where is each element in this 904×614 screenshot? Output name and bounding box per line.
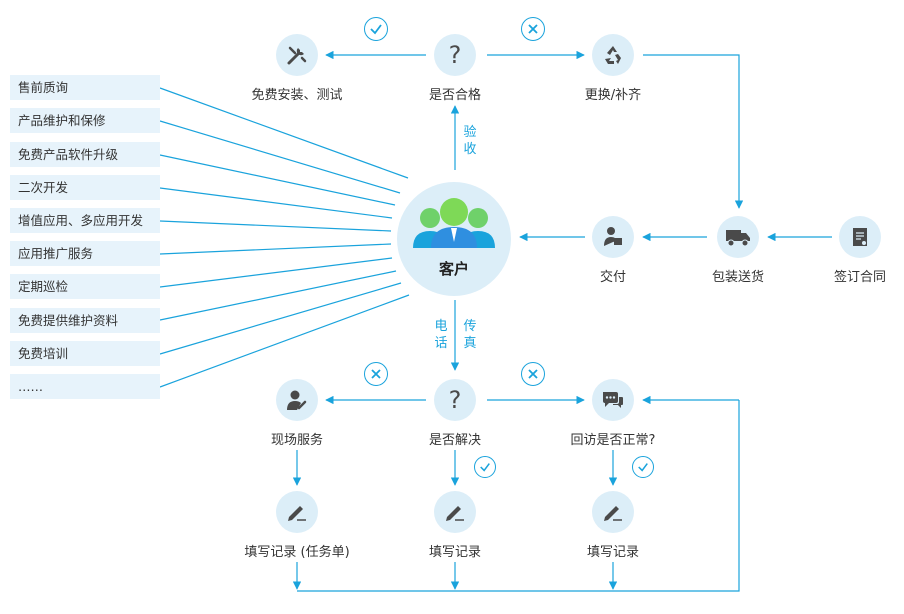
resolved-label: 是否解决 [428, 433, 481, 448]
handover-icon [604, 227, 622, 246]
record-mid-label: 填写记录 [428, 545, 481, 560]
service-item: 产品维护和保修 [10, 108, 160, 133]
truck-icon [726, 230, 750, 247]
record-right-label: 填写记录 [586, 545, 639, 560]
service-item: 定期巡检 [10, 274, 160, 299]
service-item: 二次开发 [10, 175, 160, 200]
question-icon: ? [448, 41, 462, 69]
install-test-node: 免费安装、测试 [237, 34, 357, 114]
fan-line [159, 187, 393, 219]
customer-node: 客户 [397, 182, 511, 296]
loop-line [297, 400, 740, 592]
fan-line [159, 220, 392, 232]
onsite-label: 现场服务 [270, 433, 323, 448]
service-item: 应用推广服务 [10, 241, 160, 266]
service-item: 售前质询 [10, 75, 160, 100]
record-right-node: 填写记录 [553, 491, 673, 571]
record-task-label: 填写记录 (任务单) [244, 545, 350, 560]
accept-label: 验收 [463, 125, 477, 157]
pack-ship-node: 包装送货 [678, 216, 798, 296]
fan-line [159, 154, 396, 206]
install-test-label: 免费安装、测试 [251, 88, 343, 103]
record-mid-node: 填写记录 [395, 491, 515, 571]
resolved-node: ? 是否解决 [395, 379, 515, 459]
recycle-icon [605, 46, 621, 64]
contract-icon [853, 228, 867, 246]
deliver-label: 交付 [599, 270, 626, 285]
fan-line [159, 270, 397, 321]
qualified-node: ? 是否合格 [395, 34, 515, 114]
fan-line [159, 243, 392, 255]
service-item: …… [10, 374, 160, 399]
cross-badge-icon [521, 17, 545, 41]
onsite-node: 现场服务 [237, 379, 357, 459]
customer-label: 客户 [438, 260, 469, 278]
sign-contract-label: 签订合同 [833, 270, 886, 285]
chat-icon [603, 392, 623, 408]
tools-icon [287, 46, 307, 65]
question-icon: ? [448, 386, 462, 414]
fan-line [159, 87, 409, 179]
fan-line [159, 282, 402, 355]
people-icon [413, 198, 495, 248]
revisit-node: 回访是否正常? [553, 379, 673, 459]
service-item: 免费培训 [10, 341, 160, 366]
deliver-node: 交付 [553, 216, 673, 296]
service-item: 免费产品软件升级 [10, 142, 160, 167]
check-badge-icon [364, 17, 388, 41]
cross-badge-icon [364, 362, 388, 386]
check-badge-icon [474, 456, 496, 478]
replace-label: 更换/补齐 [584, 88, 642, 103]
fan-line [159, 294, 410, 388]
channel-fax-label: 传真 [463, 319, 477, 351]
revisit-label: 回访是否正常? [570, 433, 656, 448]
qualified-label: 是否合格 [428, 88, 481, 103]
fan-line [159, 120, 401, 194]
pack-ship-label: 包装送货 [711, 270, 764, 285]
channel-phone-label: 电话 [434, 319, 448, 351]
replace-node: 更换/补齐 [553, 34, 673, 114]
service-person-icon [287, 390, 307, 410]
fan-line [159, 257, 393, 288]
pen-write-icon [288, 506, 306, 521]
pen-write-icon [446, 506, 464, 521]
sign-contract-node: 签订合同 [800, 216, 904, 296]
arrow-replace-to-pack [643, 54, 744, 209]
cross-badge-icon [521, 362, 545, 386]
check-badge-icon [632, 456, 654, 478]
pen-write-icon [604, 506, 622, 521]
service-item: 增值应用、多应用开发 [10, 208, 160, 233]
service-item: 免费提供维护资料 [10, 308, 160, 333]
record-task-node: 填写记录 (任务单) [237, 491, 357, 571]
